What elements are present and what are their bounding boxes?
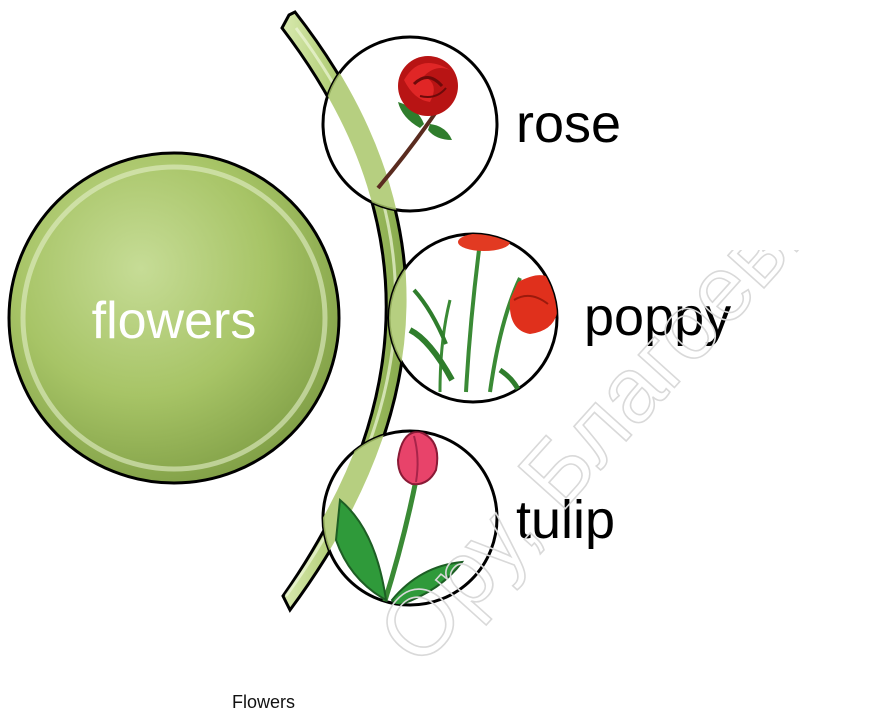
center-node: flowers (9, 153, 339, 483)
item-label-rose: rose (516, 94, 621, 154)
center-node-label: flowers (92, 292, 257, 350)
diagram-caption: Flowers (232, 692, 295, 713)
item-label-tulip: tulip (516, 490, 615, 550)
item-label-poppy: poppy (584, 287, 731, 347)
